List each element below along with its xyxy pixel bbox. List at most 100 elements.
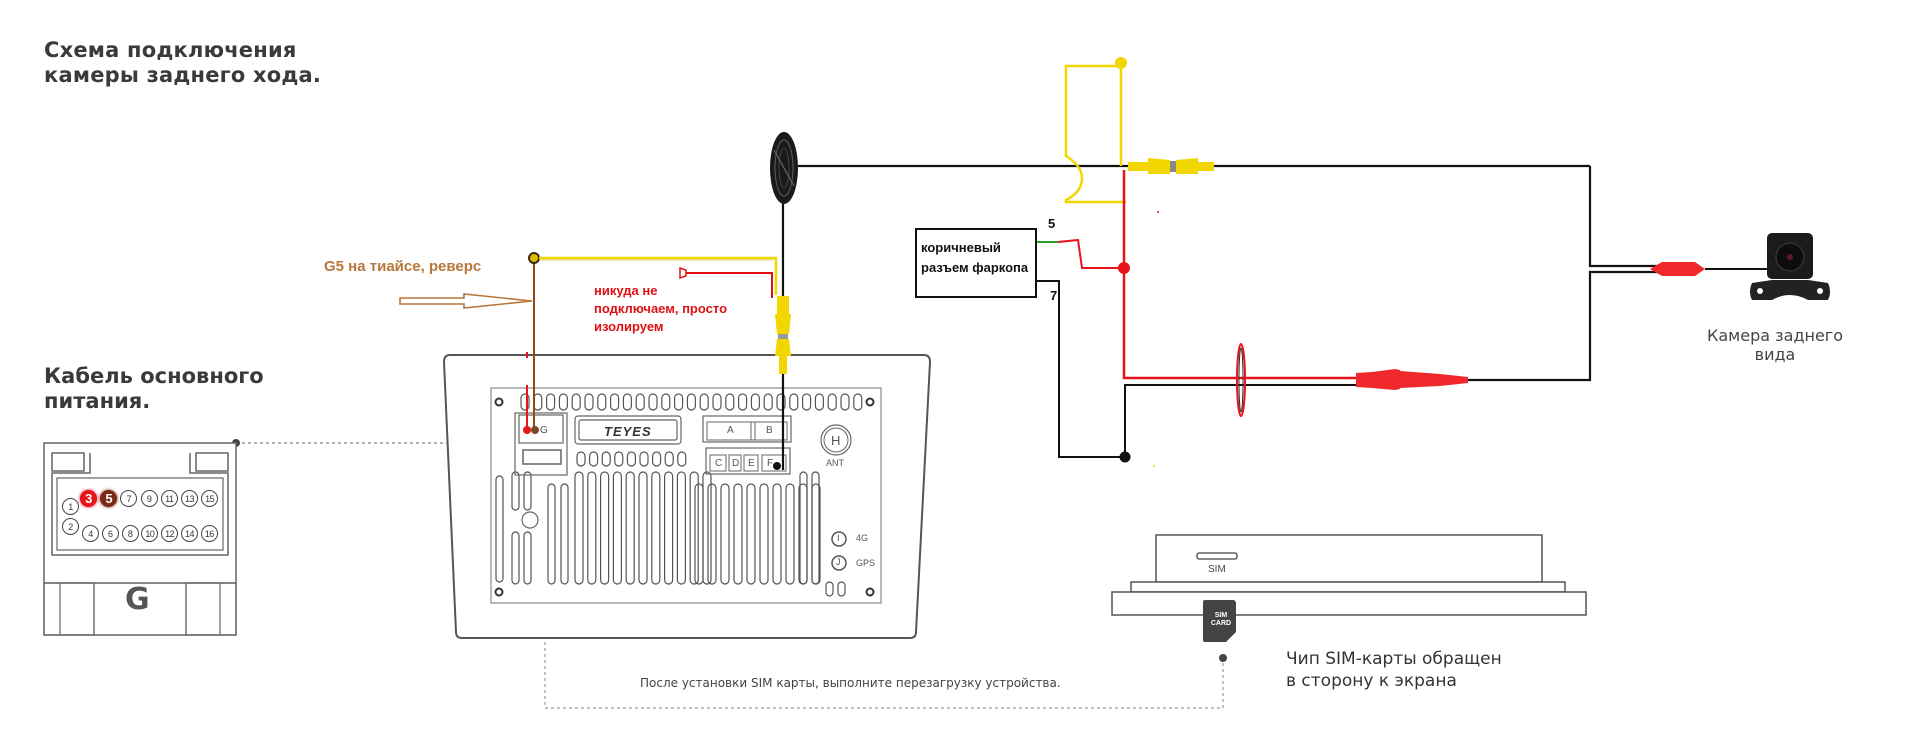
vent-slot xyxy=(560,483,569,585)
pin-15: 15 xyxy=(201,490,219,507)
rca-connector-horizontal xyxy=(1128,158,1214,174)
port-e-label: E xyxy=(748,458,755,469)
reverse-tap-icon xyxy=(528,252,540,264)
sim-card-label: SIM CARD xyxy=(1208,612,1234,628)
vent-slot xyxy=(725,393,735,411)
vent-slot xyxy=(712,393,722,411)
pin-8: 8 xyxy=(121,525,139,542)
camera-plug-red xyxy=(1650,262,1705,276)
vent-slot xyxy=(686,393,697,411)
ground-wire xyxy=(1124,384,1400,457)
connector-letter-g: G xyxy=(125,582,150,617)
vent-slot xyxy=(635,393,645,411)
port-d-label: D xyxy=(732,458,740,469)
port-gps-glyph: J xyxy=(836,557,841,567)
power-wire-horizontal xyxy=(1122,375,1390,380)
towbar-pin-7-label: 7 xyxy=(1050,288,1058,303)
sim-card-label-line2: CARD xyxy=(1210,620,1232,627)
pin-14: 14 xyxy=(181,525,198,542)
vent-slot xyxy=(814,393,825,411)
leader-dot xyxy=(1219,654,1227,662)
vent-slot xyxy=(750,393,761,411)
ant-label: ANT xyxy=(826,458,844,468)
pin-9: 9 xyxy=(140,490,158,507)
trigger-wire xyxy=(539,256,778,295)
vent-slot xyxy=(785,483,795,585)
towbar-pin-5-label: 5 xyxy=(1048,216,1056,231)
vent-slot xyxy=(840,393,850,411)
sim-reboot-note: После установки SIM карты, выполните пер… xyxy=(640,676,1061,690)
vent-slot xyxy=(720,483,730,585)
vent-slot xyxy=(663,471,674,585)
pin-10: 10 xyxy=(141,525,159,542)
vent-slot xyxy=(495,475,504,583)
vent-slot xyxy=(827,393,837,411)
pin-1: 1 xyxy=(62,498,79,515)
leader-line-sim xyxy=(544,624,1224,709)
vent-slot xyxy=(707,483,717,585)
rca-connector-vertical xyxy=(775,296,791,374)
port-4g-glyph: I xyxy=(837,533,840,543)
pin3-dot xyxy=(523,426,531,434)
pin-5: 5 xyxy=(100,490,118,507)
vent-slot xyxy=(523,531,532,585)
power-connector-red xyxy=(1356,369,1468,390)
port-h-label: H xyxy=(831,433,841,448)
camera-power-cable xyxy=(1468,270,1680,382)
rear-camera-icon xyxy=(1750,233,1830,300)
vent-slot xyxy=(612,471,623,585)
port-g-housing xyxy=(514,412,568,476)
camera-video-cable-branch xyxy=(1588,166,1680,268)
port-f-label: F xyxy=(767,458,774,469)
sim-card-icon xyxy=(1203,600,1236,642)
isolated-red-wire xyxy=(686,272,773,298)
screw-icon xyxy=(865,587,875,597)
vent-slot xyxy=(576,451,586,467)
arrow-right-icon xyxy=(399,293,533,309)
vent-slot xyxy=(599,471,610,585)
sim-orientation-note: Чип SIM-карты обращен в сторону к экрана xyxy=(1286,649,1502,691)
vent-slot xyxy=(661,393,671,411)
vent-slot xyxy=(520,393,530,411)
screw-icon xyxy=(865,397,875,407)
vent-slot xyxy=(673,393,684,411)
vent-slot xyxy=(625,471,635,585)
vent-slot xyxy=(584,393,594,411)
vent-slot xyxy=(837,581,846,597)
pin-7: 7 xyxy=(120,490,138,507)
vent-slot xyxy=(609,393,620,411)
port-gps-label: GPS xyxy=(856,558,876,568)
pin5-dot xyxy=(531,426,539,434)
isolate-wire-note: никуда не подключаем, просто изолируем xyxy=(594,283,728,334)
vent-slot xyxy=(651,451,662,467)
vent-slot xyxy=(799,471,808,585)
sim-device-side-view xyxy=(1111,534,1587,642)
vent-slot xyxy=(677,451,687,467)
vent-slot xyxy=(776,393,786,411)
vent-slot xyxy=(811,471,820,585)
vent-slot xyxy=(772,483,782,585)
pin-2: 2 xyxy=(62,518,79,535)
port-4g-label: 4G xyxy=(856,533,869,543)
vent-slot xyxy=(626,451,637,467)
vent-slot xyxy=(733,483,743,585)
port-a-label: A xyxy=(727,425,734,436)
port-c-label: C xyxy=(715,458,723,469)
pin-4: 4 xyxy=(82,525,99,542)
vent-slot xyxy=(523,471,532,511)
vent-slot xyxy=(763,393,773,411)
g5-reverse-note: G5 на тиайсе, реверс xyxy=(324,258,482,275)
sim-slot-label: SIM xyxy=(1208,564,1226,575)
vent-slot xyxy=(853,393,863,411)
sim-slot[interactable] xyxy=(1196,552,1238,560)
pin-16: 16 xyxy=(200,525,218,542)
power-cable-title: Кабель основного питания. xyxy=(44,364,264,413)
pin-6: 6 xyxy=(101,525,119,542)
vent-slot xyxy=(639,451,649,467)
port-g-label: G xyxy=(540,425,548,436)
head-unit xyxy=(442,354,932,639)
pin-3: 3 xyxy=(80,490,97,507)
diagram-title: Схема подключения камеры заднего хода. xyxy=(44,38,322,87)
